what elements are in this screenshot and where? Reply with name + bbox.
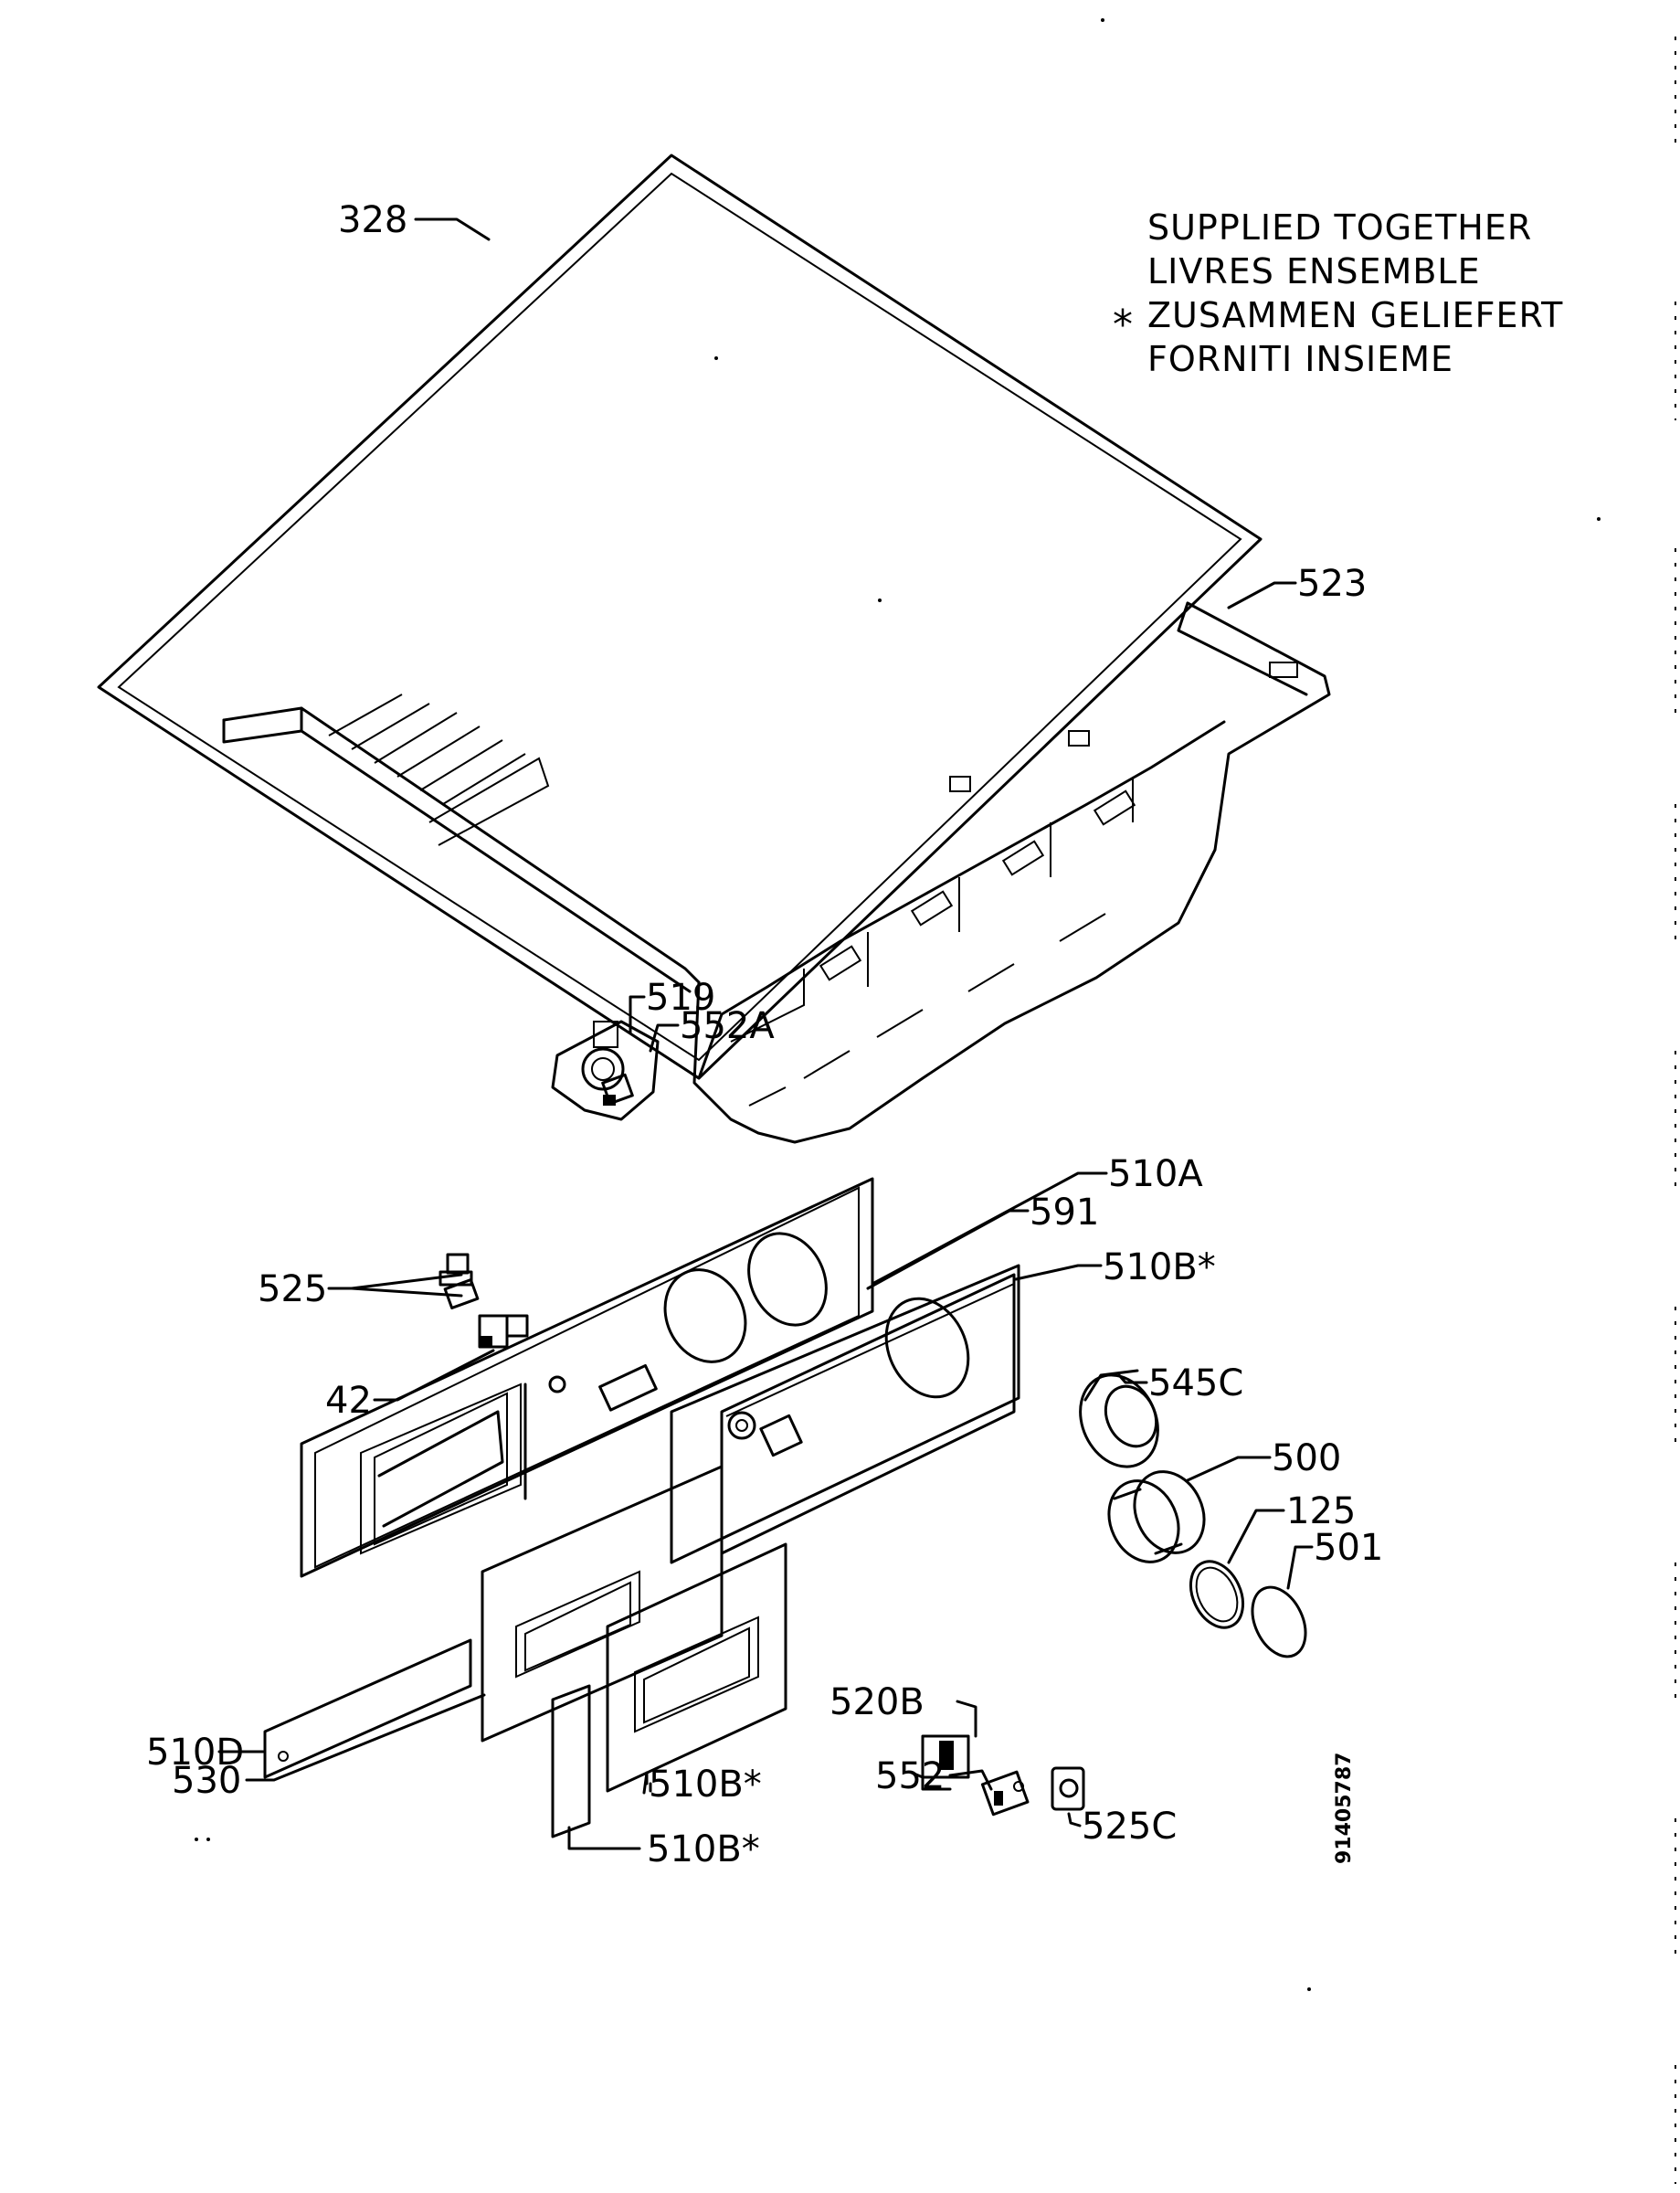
label-519: 519 (646, 977, 715, 1019)
supplied-together-note: SUPPLIED TOGETHER LIVRES ENSEMBLE * ZUSA… (1113, 207, 1563, 379)
part-525c-clip (1051, 1766, 1085, 1811)
label-510b-top: 510B* (1103, 1246, 1216, 1288)
label-500: 500 (1272, 1437, 1341, 1479)
part-520b-switch (910, 1734, 970, 1791)
part-500-knob (1107, 1470, 1206, 1563)
part-510d-strip (263, 1638, 472, 1779)
label-525c: 525C (1082, 1806, 1177, 1848)
part-510b-lower-panel (606, 1542, 787, 1793)
part-552-switch (980, 1770, 1030, 1817)
part-labels: 328 523 519 552A 510A 591 510B* 525 42 5… (146, 199, 1383, 1870)
note-asterisk: * (1113, 302, 1134, 348)
part-545c-bush (1079, 1369, 1159, 1468)
label-552: 552 (875, 1755, 945, 1797)
part-510b-small-strip (551, 1684, 591, 1838)
note-line-1: SUPPLIED TOGETHER (1147, 207, 1532, 248)
label-591: 591 (1030, 1192, 1099, 1234)
label-525: 525 (258, 1268, 327, 1310)
label-510d: 510D (146, 1732, 244, 1774)
drawing-code: 91405787 (1333, 1753, 1356, 1864)
label-520b: 520B (829, 1681, 925, 1723)
note-line-4: FORNITI INSIEME (1147, 339, 1453, 379)
label-510b-low: 510B* (647, 1828, 760, 1870)
label-501: 501 (1314, 1527, 1383, 1569)
scan-marks (195, 18, 1676, 2184)
leader-lines (217, 217, 1314, 1850)
part-510a-panel (300, 1177, 874, 1578)
note-line-2: LIVRES ENSEMBLE (1147, 251, 1481, 291)
part-530-panel (481, 1465, 724, 1743)
label-328: 328 (338, 199, 407, 241)
label-125: 125 (1286, 1490, 1356, 1532)
part-328-top-cover (97, 154, 1263, 1080)
label-552a: 552A (680, 1005, 775, 1047)
label-530: 530 (172, 1760, 241, 1802)
part-125-ring (1189, 1560, 1245, 1629)
part-552a-switch (601, 1073, 634, 1106)
label-42: 42 (325, 1380, 372, 1422)
part-523-frame (222, 601, 1331, 1144)
part-525-clip (438, 1253, 480, 1309)
part-591-panel (670, 1264, 1020, 1564)
note-line-3: ZUSAMMEN GELIEFERT (1147, 295, 1563, 335)
part-42-lamp (478, 1314, 529, 1349)
label-510a: 510A (1108, 1153, 1203, 1195)
label-510b-mid: 510B* (649, 1764, 762, 1806)
label-523: 523 (1297, 563, 1367, 605)
part-519-holder (551, 1020, 660, 1121)
part-501-cap (1251, 1585, 1307, 1658)
label-545c: 545C (1148, 1362, 1243, 1404)
